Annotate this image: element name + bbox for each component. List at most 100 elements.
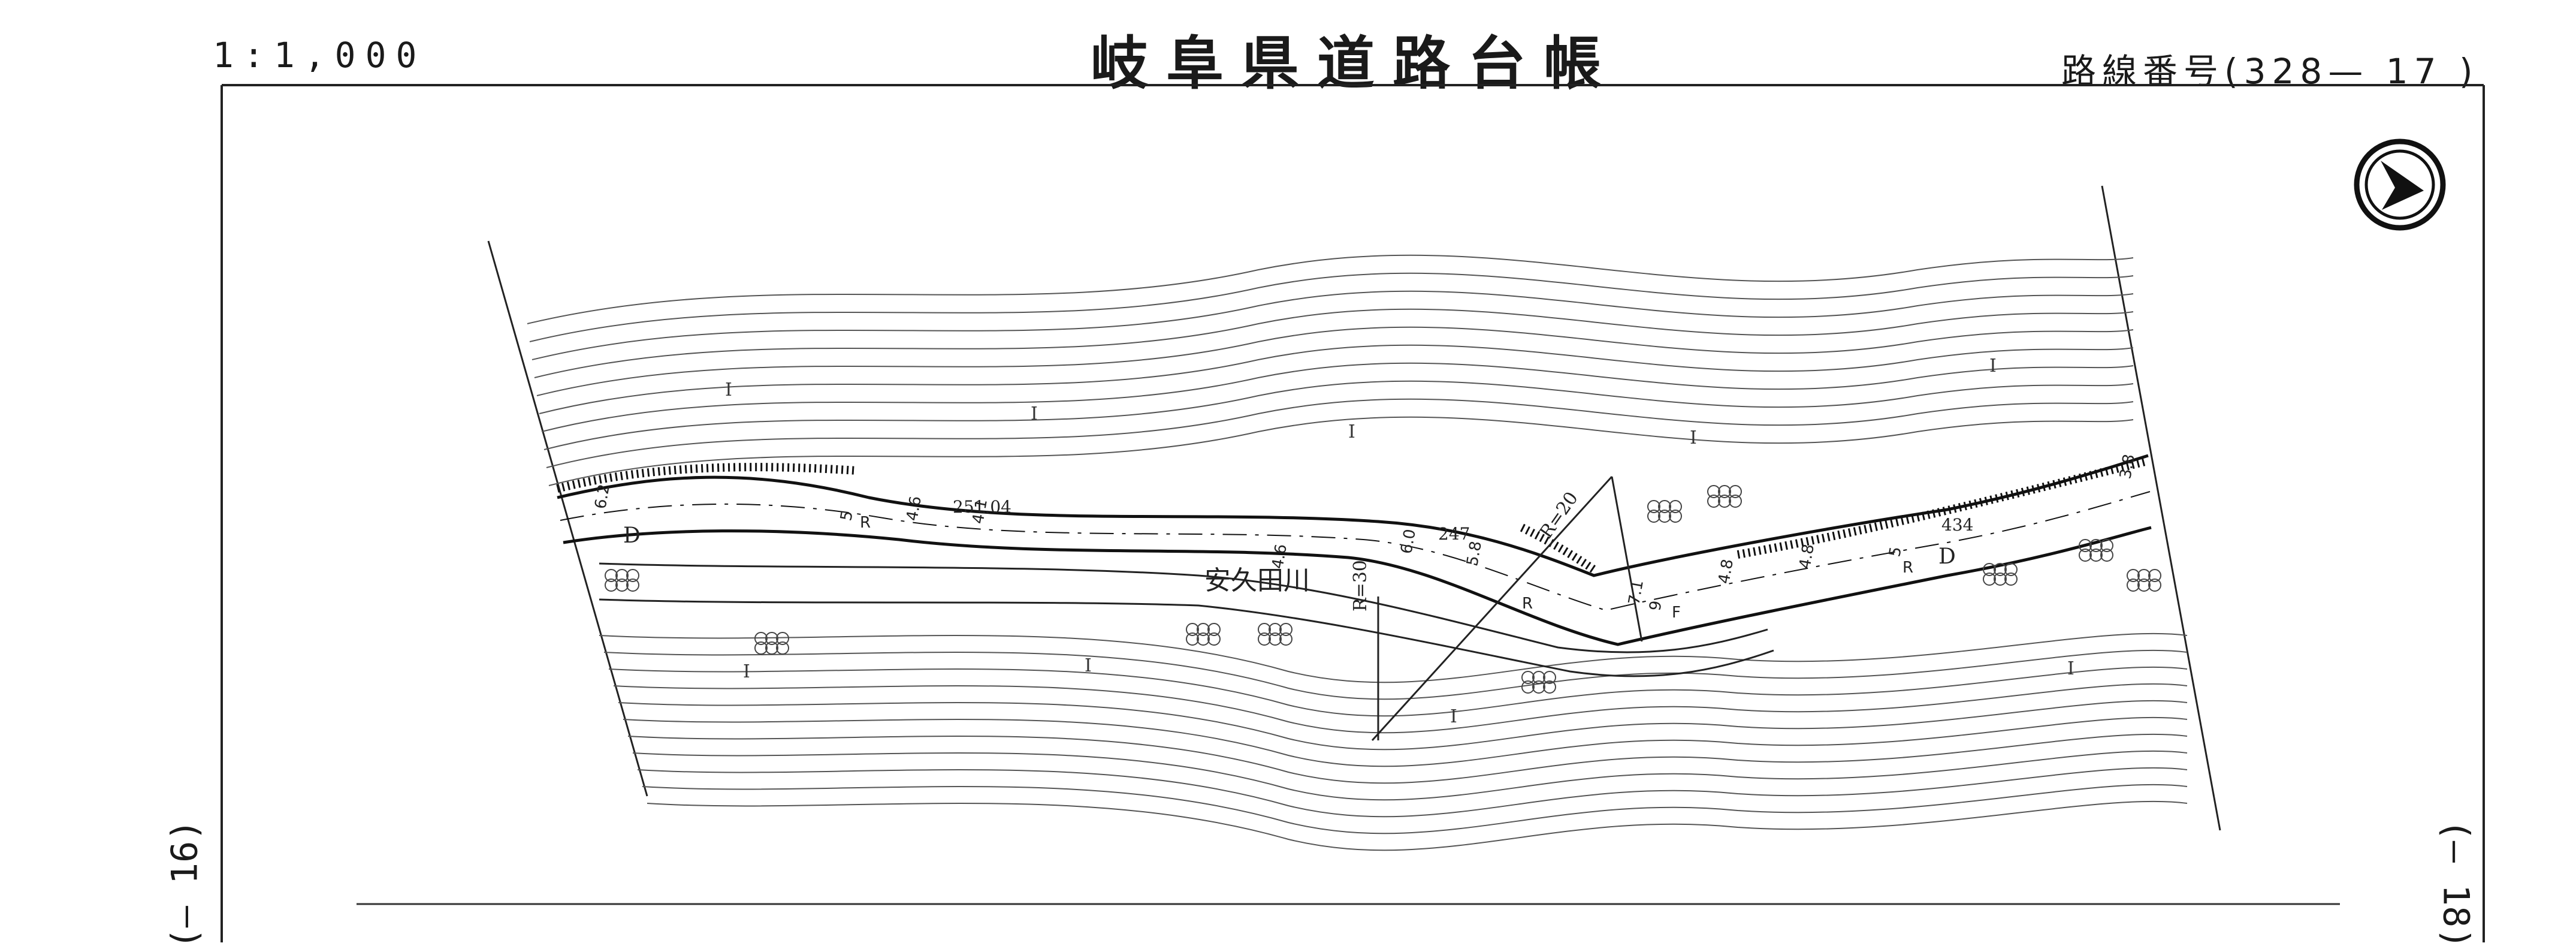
tree-mark: [1718, 485, 1731, 498]
contour-line: [608, 666, 2188, 717]
guardrail-east: [1737, 457, 2146, 559]
river-name: 安久田川: [1204, 565, 1310, 596]
road-width-label: 4.8: [1796, 543, 1818, 570]
road-edge-north: [557, 454, 2149, 577]
tree-mark: [776, 632, 789, 645]
feature-mark: R: [1902, 559, 1913, 577]
contour-line: [541, 362, 2134, 432]
tree-mark: [2089, 549, 2103, 562]
contour-line: [543, 380, 2134, 450]
tree-mark: [1521, 680, 1535, 694]
curve-radius-south: R=30: [1350, 560, 1371, 611]
retaining-wall: [1520, 523, 1596, 573]
station-west: 251.04: [953, 497, 1011, 517]
tree-mark: [2079, 549, 2092, 562]
tree-mark: [2148, 569, 2161, 582]
contour-line: [531, 290, 2134, 360]
contour-line: [642, 784, 2188, 834]
ground-mark: I: [1450, 706, 1457, 727]
tree-mark: [2004, 573, 2018, 586]
ground-mark: I: [1085, 655, 1092, 676]
road-width-label: 6.0: [1397, 528, 1420, 555]
ground-mark: I: [725, 379, 732, 400]
contour-line: [536, 326, 2134, 396]
feature-mark: R: [1522, 595, 1533, 613]
tree-mark: [1707, 485, 1720, 498]
road-width-label: 4.8: [1715, 558, 1737, 585]
tree-mark: [1647, 510, 1660, 523]
contour-line: [637, 767, 2188, 818]
tree-mark: [1718, 495, 1731, 508]
road-width-label: 6.2: [591, 483, 614, 510]
tree-mark: [626, 579, 639, 592]
contour-lines: [527, 254, 2188, 851]
ground-mark: I: [743, 661, 750, 682]
tree-mark: [1521, 671, 1535, 684]
tree-mark: [1258, 623, 1271, 636]
road-class-east: D: [1938, 544, 1956, 569]
tree-mark: [2004, 563, 2018, 576]
tree-mark: [2137, 569, 2151, 582]
tree-mark: [2100, 549, 2113, 562]
ground-mark: I: [1690, 427, 1697, 448]
road-width-label: 5.8: [1463, 540, 1485, 567]
road-width-label: 5: [837, 510, 856, 523]
tree-mark: [1729, 495, 1742, 508]
contour-line: [613, 683, 2188, 734]
tree-mark: [1729, 485, 1742, 498]
tree-mark: [1543, 671, 1556, 684]
tree-mark: [765, 632, 778, 645]
contour-line: [548, 416, 2134, 486]
contour-line: [534, 308, 2134, 378]
tree-mark: [2127, 569, 2140, 582]
tree-mark: [1994, 573, 2007, 586]
tree-mark: [1532, 680, 1545, 694]
tree-mark: [1186, 623, 1199, 636]
tree-mark: [1543, 680, 1556, 694]
contour-line: [527, 254, 2134, 324]
road-width-label: 9: [1646, 599, 1665, 613]
road-width-label: 4.1: [969, 498, 991, 525]
tree-mark: [754, 641, 768, 655]
map-frame: [221, 84, 2485, 942]
contour-line: [623, 716, 2188, 767]
tree-mark: [1669, 500, 1682, 513]
road-width-label: 5: [1886, 546, 1905, 559]
station-mid: 247: [1438, 524, 1470, 544]
road-width-label: 3.8: [2116, 453, 2139, 480]
contour-line: [529, 272, 2134, 342]
tree-mark: [2100, 539, 2113, 552]
tree-mark: [1269, 623, 1282, 636]
tree-mark: [2079, 539, 2092, 552]
tree-mark: [1647, 500, 1660, 513]
north-arrow-icon: [2354, 138, 2446, 231]
ground-mark: I: [1031, 403, 1038, 424]
river: [599, 562, 1774, 677]
contour-line: [627, 733, 2188, 784]
tree-mark: [1707, 495, 1720, 508]
tree-mark: [615, 569, 629, 582]
road-class-west: D: [623, 523, 641, 548]
tree-mark: [605, 579, 618, 592]
river-bank-north: [599, 562, 1768, 653]
contour-line: [546, 398, 2134, 468]
road: [556, 454, 2152, 646]
vegetation-marks: [605, 485, 2161, 694]
tree-mark: [754, 632, 768, 645]
road-edge-south: [563, 526, 2152, 646]
road-width-label: 4.6: [1269, 543, 1291, 570]
tree-mark: [626, 569, 639, 582]
map-scale: 1:1,000: [213, 35, 427, 76]
tree-mark: [776, 641, 789, 655]
tree-mark: [605, 569, 618, 582]
tree-mark: [1658, 500, 1671, 513]
tree-mark: [1658, 510, 1671, 523]
tree-mark: [1207, 623, 1221, 636]
tree-mark: [1207, 632, 1221, 646]
tree-mark: [2137, 579, 2151, 592]
tree-mark: [1983, 573, 1996, 586]
